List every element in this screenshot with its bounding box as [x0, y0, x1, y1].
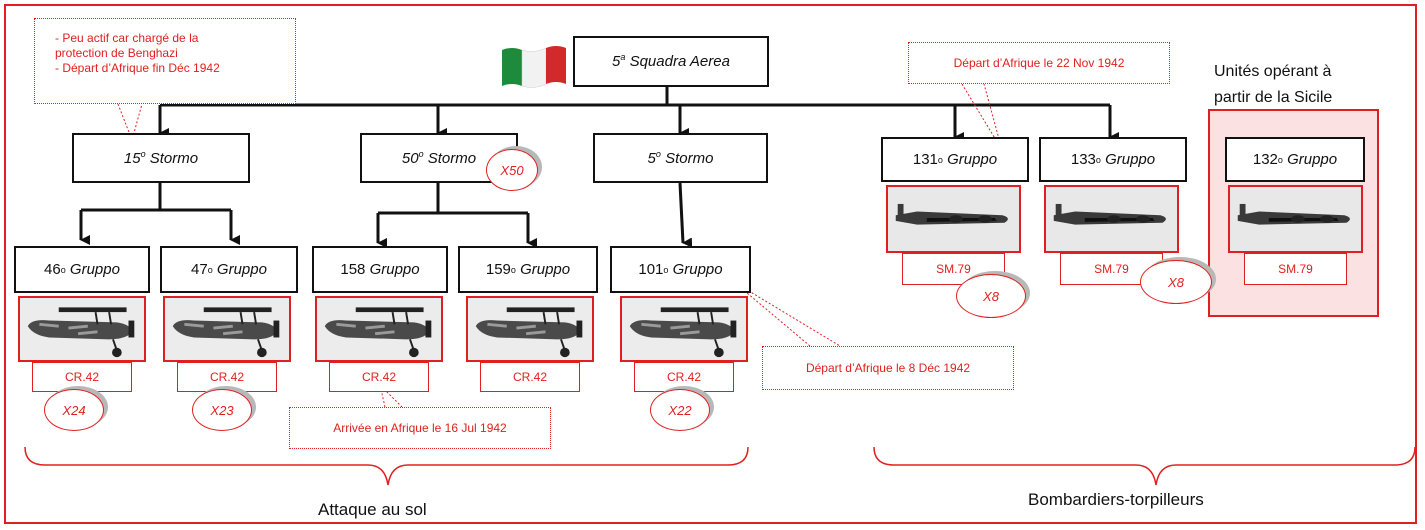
count-badge-x50: X50 — [486, 149, 538, 191]
num: 158 — [340, 261, 366, 278]
count-badge-x8: X8 — [956, 274, 1026, 318]
sup: o — [418, 148, 424, 159]
count-badge-x22: X22 — [650, 389, 710, 431]
cr42-photo — [620, 296, 748, 362]
note-line: - Départ d’Afrique fin Déc 1942 — [55, 61, 220, 75]
num: 132 — [1252, 151, 1278, 168]
num: 159 — [485, 261, 511, 278]
aircraft-label: SM.79 — [1244, 253, 1347, 285]
cr42-photo — [466, 296, 594, 362]
sm79-photo — [1044, 185, 1179, 253]
note-text: Départ d’Afrique le 22 Nov 1942 — [953, 55, 1125, 70]
num: 131 — [912, 151, 938, 168]
italian-flag-icon — [502, 46, 566, 88]
root-label: Squadra Aerea — [629, 53, 730, 70]
num: 50 — [401, 149, 419, 167]
note-line: - Peu actif car chargé de la — [55, 31, 199, 45]
num: 5 — [647, 149, 656, 167]
label: Gruppo — [216, 261, 267, 278]
label: Gruppo — [672, 261, 723, 278]
num: 15 — [123, 149, 141, 167]
node-15-stormo: 15o Stormo — [72, 133, 250, 183]
num: 133 — [1070, 151, 1096, 168]
count-badge-x23: X23 — [192, 389, 252, 431]
label: Stormo — [427, 149, 477, 167]
note-nov-1942: Départ d’Afrique le 22 Nov 1942 — [908, 42, 1170, 84]
sup: o — [655, 148, 661, 159]
diagram-frame — [4, 4, 1417, 524]
caption-line: Unités opérant à — [1214, 63, 1332, 80]
count-badge-x8: X8 — [1140, 260, 1212, 304]
label: Gruppo — [369, 261, 420, 278]
label: Gruppo — [947, 151, 998, 168]
note-text: Départ d’Afrique le 8 Déc 1942 — [805, 360, 971, 375]
num: 47 — [191, 261, 208, 278]
aircraft-label: CR.42 — [329, 362, 429, 392]
cr42-photo — [163, 296, 291, 362]
sm79-photo — [1228, 185, 1363, 253]
note-dec-1942: Départ d’Afrique le 8 Déc 1942 — [762, 346, 1014, 390]
root-number: 5 — [612, 53, 621, 70]
label: Gruppo — [69, 261, 120, 278]
group-label-attaque: Attaque au sol — [318, 500, 427, 519]
aircraft-label: CR.42 — [177, 362, 277, 392]
note-line: protection de Benghazi — [55, 46, 178, 60]
caption-line: partir de la Sicile — [1214, 89, 1333, 106]
num: 101 — [638, 261, 664, 278]
label: Stormo — [149, 149, 199, 167]
node-158-gruppo: 158 Gruppo — [312, 246, 448, 293]
cr42-photo — [315, 296, 443, 362]
cr42-photo — [18, 296, 146, 362]
note-benghazi: - Peu actif car chargé de la protection … — [34, 18, 296, 104]
num: 46 — [44, 261, 61, 278]
label: Gruppo — [1287, 151, 1338, 168]
label: Gruppo — [520, 261, 571, 278]
count-badge-x24: X24 — [44, 389, 104, 431]
group-label-bombardiers: Bombardiers-torpilleurs — [1028, 490, 1204, 509]
label: Gruppo — [1105, 151, 1156, 168]
node-5-stormo: 5o Stormo — [593, 133, 768, 183]
sm79-photo — [886, 185, 1021, 253]
aircraft-label: CR.42 — [634, 362, 734, 392]
aircraft-label: CR.42 — [32, 362, 132, 392]
note-text: Arrivée en Afrique le 16 Jul 1942 — [333, 420, 507, 435]
label: Stormo — [665, 149, 714, 167]
sup: o — [140, 148, 146, 159]
sicily-caption: Unités opérant à partir de la Sicile — [1214, 59, 1332, 111]
root-node-squadra: 5a Squadra Aerea — [573, 36, 769, 87]
note-jul-1942: Arrivée en Afrique le 16 Jul 1942 — [289, 407, 551, 449]
root-sup: a — [620, 52, 626, 62]
aircraft-label: CR.42 — [480, 362, 580, 392]
